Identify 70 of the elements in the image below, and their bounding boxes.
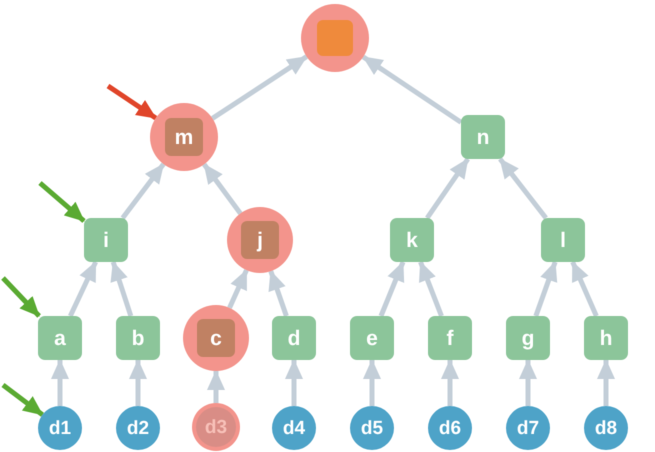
pointer-arrow <box>38 181 86 223</box>
node-label: d8 <box>594 418 618 438</box>
arrow <box>268 270 289 317</box>
pointer-arrow <box>1 276 41 318</box>
node-label: d7 <box>516 418 540 438</box>
node-label: f <box>446 328 454 348</box>
arrow <box>51 359 69 406</box>
hash-box <box>461 115 505 159</box>
arrow <box>363 359 381 406</box>
hash-box <box>428 316 472 360</box>
node-label: d1 <box>48 418 72 438</box>
arrow <box>534 261 558 317</box>
data-circle <box>584 406 628 450</box>
hash-box <box>541 218 585 262</box>
data-circle <box>350 406 394 450</box>
arrow <box>378 261 406 317</box>
node-label: n <box>476 126 490 148</box>
arrow <box>227 269 249 309</box>
highlight-circle <box>150 103 218 171</box>
arrow <box>129 359 147 406</box>
hash-box <box>165 118 203 156</box>
arrow <box>498 157 548 220</box>
hash-box <box>506 316 550 360</box>
arrow <box>519 359 537 406</box>
data-circle <box>38 406 82 450</box>
node-label: d5 <box>360 418 384 438</box>
arrow <box>285 359 303 406</box>
arrow <box>68 260 98 318</box>
node-label: l <box>560 230 566 250</box>
pointer-arrow <box>106 84 158 120</box>
data-circle <box>428 406 472 450</box>
node-label: d6 <box>438 418 462 438</box>
hash-box <box>116 316 160 360</box>
node-label: d4 <box>282 418 306 438</box>
arrow <box>425 158 470 220</box>
node-label: h <box>600 328 612 348</box>
hash-box <box>38 316 82 360</box>
arrow <box>110 261 134 317</box>
hash-box <box>241 221 279 259</box>
node-label: i <box>103 230 109 250</box>
node-label: k <box>406 230 418 250</box>
hash-box <box>84 218 128 262</box>
hash-box <box>197 319 235 357</box>
data-circle <box>116 406 160 450</box>
node-label: m <box>174 126 194 148</box>
arrow <box>597 359 615 406</box>
hash-box <box>350 316 394 360</box>
arrow <box>207 370 225 403</box>
hash-box <box>584 316 628 360</box>
arrow <box>120 162 166 220</box>
arrow <box>441 359 459 406</box>
node-label: j <box>257 230 263 250</box>
node-label: d <box>288 328 300 348</box>
root-box <box>317 20 353 56</box>
arrow <box>570 261 599 317</box>
node-label: g <box>522 328 534 348</box>
hash-box <box>272 316 316 360</box>
arrow <box>418 261 444 317</box>
node-label: c <box>210 328 222 348</box>
arrow <box>211 54 308 120</box>
data-circle <box>506 406 550 450</box>
node-label: b <box>132 328 144 348</box>
arrow <box>202 162 242 215</box>
arrow <box>362 54 462 124</box>
node-label: d2 <box>126 418 150 438</box>
node-label: e <box>366 328 378 348</box>
data-circle <box>272 406 316 450</box>
node-label: a <box>54 328 66 348</box>
hash-box <box>390 218 434 262</box>
pointer-arrow <box>2 383 44 417</box>
